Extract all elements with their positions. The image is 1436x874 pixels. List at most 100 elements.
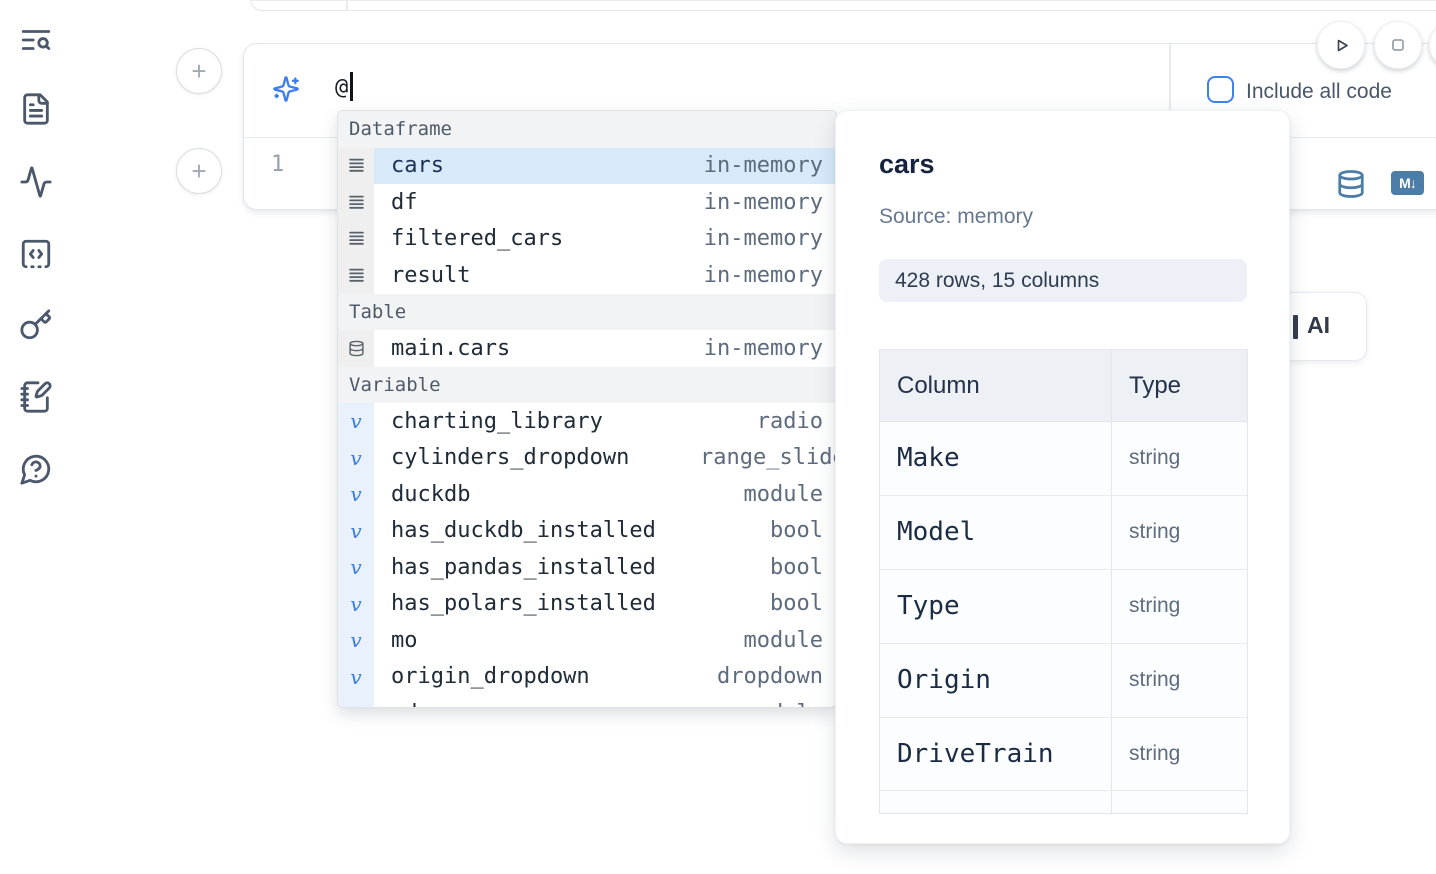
markdown-language-toggle[interactable]: M↓ xyxy=(1391,171,1424,195)
database-icon xyxy=(338,330,374,367)
schema-row xyxy=(880,791,1247,813)
ai-button-label: AI xyxy=(1307,312,1330,338)
autocomplete-item-df[interactable]: df in-memory xyxy=(338,184,836,221)
column-type-cell: string xyxy=(1129,446,1181,470)
item-name: main.cars xyxy=(391,335,511,361)
autocomplete-section-header: Variable xyxy=(338,366,836,403)
item-type: module xyxy=(743,481,823,507)
run-cell-button[interactable] xyxy=(1317,21,1365,69)
item-name: df xyxy=(391,189,418,215)
autocomplete-item-has_pandas_installed[interactable]: v has_pandas_installed bool xyxy=(338,549,836,586)
item-name: charting_library xyxy=(391,408,603,434)
column-name-cell: Origin xyxy=(880,643,1112,717)
activity-icon[interactable] xyxy=(19,165,53,199)
column-header: Column xyxy=(880,350,1112,421)
variable-icon: v xyxy=(338,439,374,476)
database-icon xyxy=(1336,169,1366,199)
column-type-cell xyxy=(1112,791,1247,813)
column-type-cell: string xyxy=(1129,594,1181,618)
key-icon[interactable] xyxy=(19,308,53,342)
variable-icon: v xyxy=(338,622,374,659)
panel-source-label: Source: memory xyxy=(879,205,1034,228)
rows-icon xyxy=(338,257,374,294)
item-type: bool xyxy=(770,591,823,617)
variable-icon: v xyxy=(338,403,374,440)
panel-title: cars xyxy=(879,149,935,179)
help-chat-icon[interactable] xyxy=(19,452,53,486)
item-name: mo xyxy=(391,627,418,653)
autocomplete-section-header: Dataframe xyxy=(338,111,836,148)
item-type: radio xyxy=(756,408,823,434)
item-type: in-memory xyxy=(703,189,823,215)
column-name-cell: DriveTrain xyxy=(880,717,1112,791)
variable-icon: v xyxy=(338,695,374,707)
divider xyxy=(1169,44,1171,137)
item-name: cylinders_dropdown xyxy=(391,445,630,471)
item-name: pd xyxy=(391,701,418,707)
file-text-icon[interactable] xyxy=(19,92,53,126)
variable-icon: v xyxy=(338,658,374,695)
stop-button[interactable] xyxy=(1374,21,1422,69)
divider xyxy=(251,0,1436,1)
item-name: has_pandas_installed xyxy=(391,554,656,580)
item-type: bool xyxy=(770,554,823,580)
rows-icon xyxy=(338,220,374,257)
item-name: has_duckdb_installed xyxy=(391,518,656,544)
add-cell-button[interactable]: + xyxy=(176,48,222,94)
column-name-cell xyxy=(880,791,1112,813)
rows-icon xyxy=(338,147,374,184)
schema-row: Make string xyxy=(880,422,1247,496)
item-name: origin_dropdown xyxy=(391,664,590,690)
square-icon xyxy=(1386,33,1410,57)
text-caret xyxy=(350,72,353,101)
column-name-cell: Type xyxy=(880,569,1112,643)
divider xyxy=(346,0,348,10)
column-name-cell: Make xyxy=(880,422,1112,495)
include-all-code-checkbox[interactable] xyxy=(1207,76,1234,103)
item-type: in-memory xyxy=(703,335,823,361)
item-type: module xyxy=(744,701,823,707)
shape-badge: 428 rows, 15 columns xyxy=(879,259,1247,302)
play-icon xyxy=(1329,33,1353,57)
variable-icon: v xyxy=(338,476,374,513)
text-search-icon[interactable] xyxy=(19,23,53,57)
sql-language-toggle[interactable] xyxy=(1336,169,1366,199)
schema-header-row: Column Type xyxy=(880,350,1247,422)
line-number: 1 xyxy=(271,152,285,177)
item-type: bool xyxy=(770,518,823,544)
item-type: in-memory xyxy=(703,226,823,252)
notebook-pen-icon[interactable] xyxy=(19,380,53,414)
schema-row: Type string xyxy=(880,569,1247,644)
autocomplete-item-main.cars[interactable]: main.cars in-memory xyxy=(338,330,836,367)
item-type: module xyxy=(743,627,823,653)
variable-icon: v xyxy=(338,585,374,622)
column-name-cell: Model xyxy=(880,495,1112,569)
autocomplete-item-pd[interactable]: v pd module xyxy=(338,695,836,707)
item-name: cars xyxy=(391,153,444,179)
code-editor-row[interactable]: 1 M↓ xyxy=(244,138,1436,209)
sparkles-icon xyxy=(272,75,300,103)
ai-prompt-input[interactable]: @ xyxy=(335,72,353,101)
code-square-icon[interactable] xyxy=(19,237,53,271)
variable-icon: v xyxy=(338,549,374,586)
add-cell-button[interactable]: + xyxy=(176,148,222,194)
autocomplete-item-charting_library[interactable]: v charting_library radio xyxy=(338,403,836,440)
rows-icon xyxy=(338,184,374,221)
